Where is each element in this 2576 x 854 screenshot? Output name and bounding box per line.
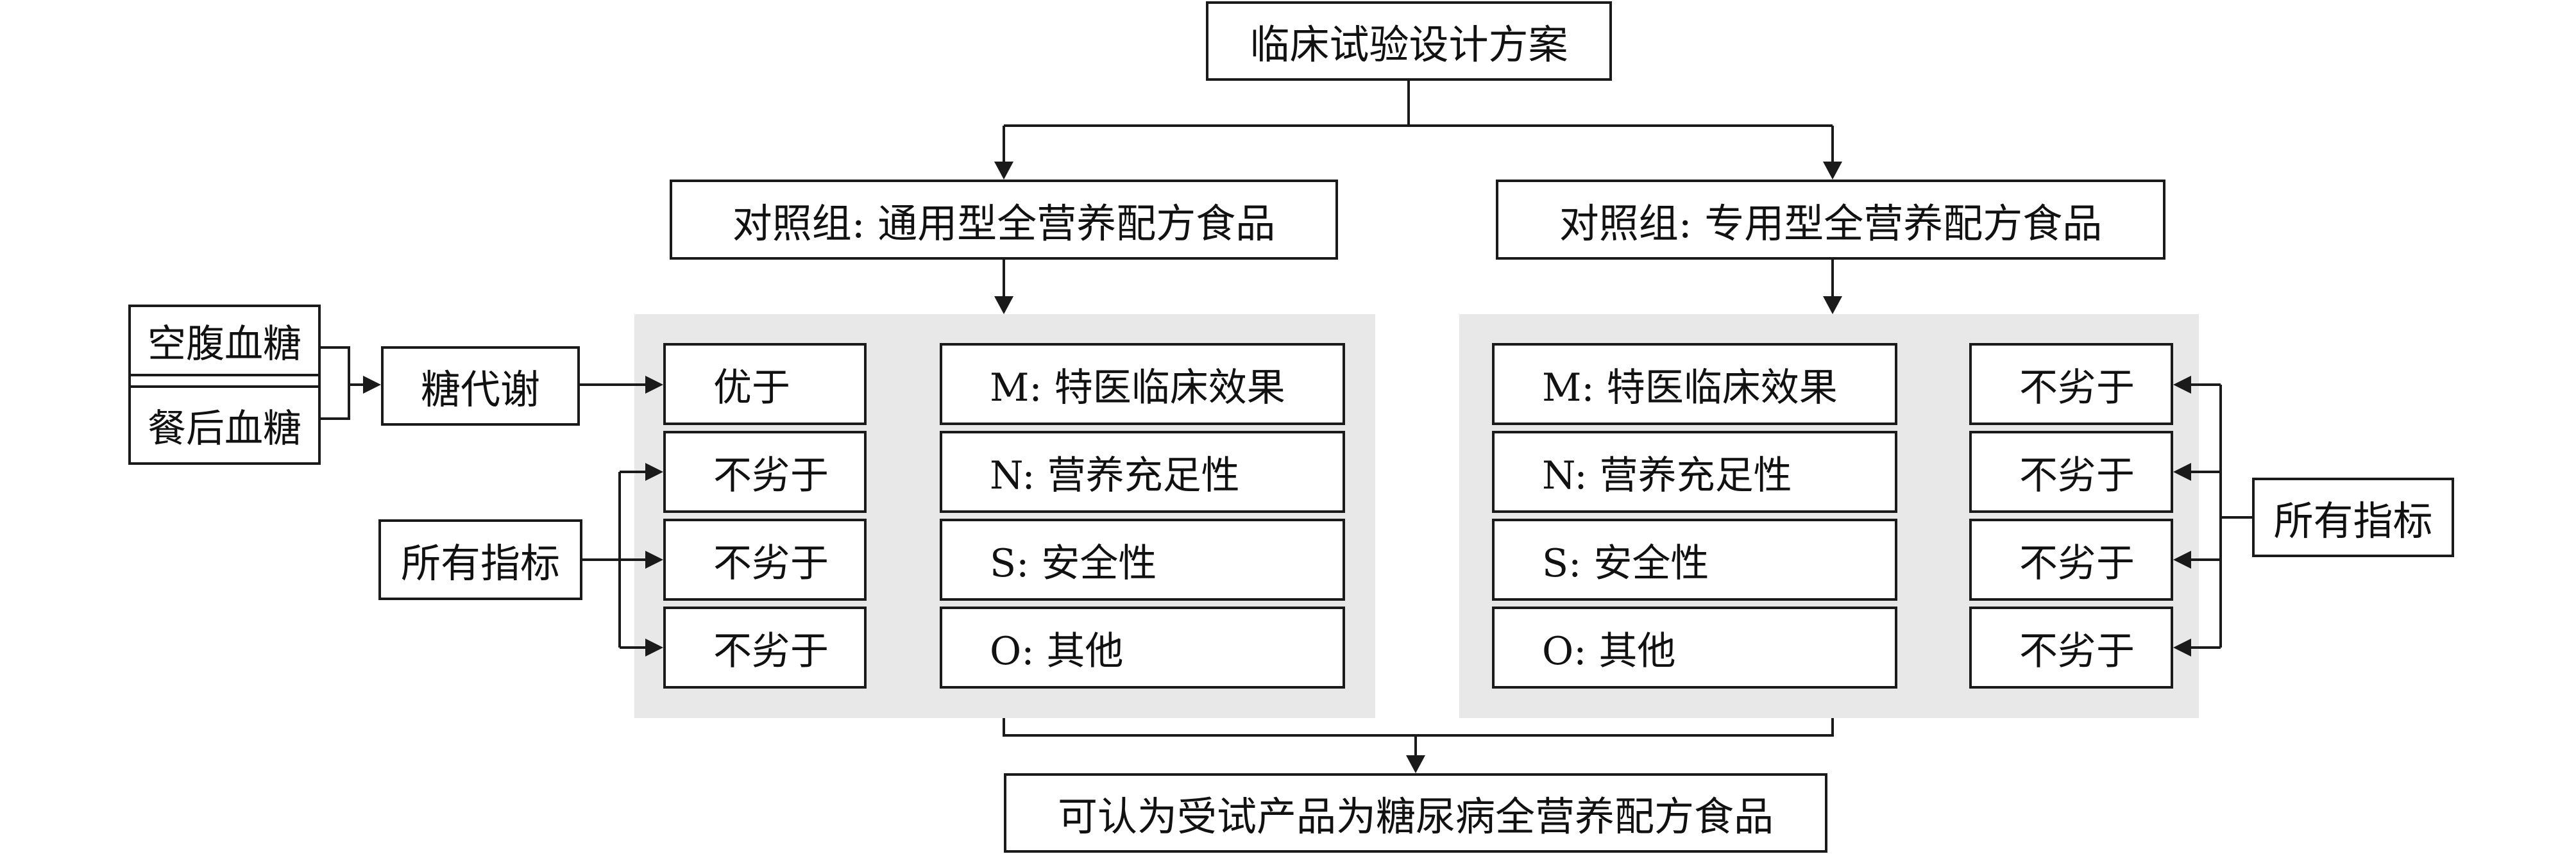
criterion-label: 不劣于 — [2019, 365, 2135, 410]
all-indicators-label-right: 所有指标 — [2273, 498, 2433, 544]
right-metric-s: S: 安全性 — [1492, 519, 1897, 601]
glucose-metabolism-label: 糖代谢 — [420, 366, 540, 413]
connector-glucose-bracket — [321, 346, 350, 420]
metric-label: M: 特医临床效果 — [990, 365, 1285, 410]
metric-label: N: 营养充足性 — [990, 453, 1240, 498]
arrowhead — [994, 296, 1013, 314]
trial-design-box: 临床试验设计方案 — [1206, 1, 1612, 81]
left-criterion-superior: 优于 — [663, 343, 867, 425]
connector-merge-bracket — [1003, 718, 1834, 737]
metric-label: N: 营养充足性 — [1542, 453, 1792, 498]
left-metric-n: N: 营养充足性 — [940, 431, 1345, 513]
criterion-label: 不劣于 — [713, 628, 829, 674]
fasting-glucose-label: 空腹血糖 — [148, 321, 301, 367]
metric-label: O: 其他 — [990, 628, 1124, 674]
conclusion-label: 可认为受试产品为糖尿病全营养配方食品 — [1057, 793, 1774, 840]
left-metric-m: M: 特医临床效果 — [940, 343, 1345, 425]
arrowhead — [363, 376, 381, 394]
arrowhead — [1823, 296, 1842, 314]
metric-label: M: 特医临床效果 — [1542, 365, 1838, 410]
left-criterion-non-inferior-o: 不劣于 — [663, 607, 867, 689]
metric-label: O: 其他 — [1542, 628, 1676, 674]
left-criterion-non-inferior-n: 不劣于 — [663, 431, 867, 513]
all-indicators-box-right: 所有指标 — [2252, 478, 2454, 557]
left-criterion-non-inferior-s: 不劣于 — [663, 519, 867, 601]
postprandial-glucose-box: 餐后血糖 — [131, 385, 318, 462]
control-group-general-label: 对照组: 通用型全营养配方食品 — [732, 199, 1276, 247]
right-criterion-non-inferior-n: 不劣于 — [1969, 431, 2173, 513]
right-metric-m: M: 特医临床效果 — [1492, 343, 1897, 425]
control-group-specific-box: 对照组: 专用型全营养配方食品 — [1496, 180, 2165, 260]
criterion-label: 不劣于 — [2019, 453, 2135, 498]
criterion-label: 不劣于 — [2019, 628, 2135, 674]
right-criterion-non-inferior-s: 不劣于 — [1969, 519, 2173, 601]
all-indicators-box-left: 所有指标 — [378, 519, 582, 600]
control-group-specific-label: 对照组: 专用型全营养配方食品 — [1559, 199, 2103, 247]
conclusion-box: 可认为受试产品为糖尿病全营养配方食品 — [1004, 773, 1827, 853]
metric-label: S: 安全性 — [990, 540, 1157, 586]
trial-design-label: 临床试验设计方案 — [1250, 21, 1568, 68]
fasting-glucose-box: 空腹血糖 — [131, 307, 318, 376]
criterion-label: 不劣于 — [713, 453, 829, 498]
arrowhead — [1823, 162, 1842, 180]
left-metric-o: O: 其他 — [940, 607, 1345, 689]
right-criterion-non-inferior-o: 不劣于 — [1969, 607, 2173, 689]
glucose-input-group: 空腹血糖 餐后血糖 — [128, 305, 321, 465]
left-metric-s: S: 安全性 — [940, 519, 1345, 601]
criterion-label: 优于 — [713, 365, 790, 410]
criterion-label: 不劣于 — [2019, 540, 2135, 586]
right-criterion-non-inferior-m: 不劣于 — [1969, 343, 2173, 425]
metric-label: S: 安全性 — [1542, 540, 1709, 586]
all-indicators-label-left: 所有指标 — [400, 540, 560, 587]
postprandial-glucose-label: 餐后血糖 — [148, 406, 301, 451]
criterion-label: 不劣于 — [713, 540, 829, 586]
glucose-metabolism-box: 糖代谢 — [381, 346, 580, 426]
right-metric-o: O: 其他 — [1492, 607, 1897, 689]
control-group-general-box: 对照组: 通用型全营养配方食品 — [670, 180, 1338, 260]
arrowhead — [994, 162, 1013, 180]
right-metric-n: N: 营养充足性 — [1492, 431, 1897, 513]
arrowhead — [1406, 755, 1425, 773]
